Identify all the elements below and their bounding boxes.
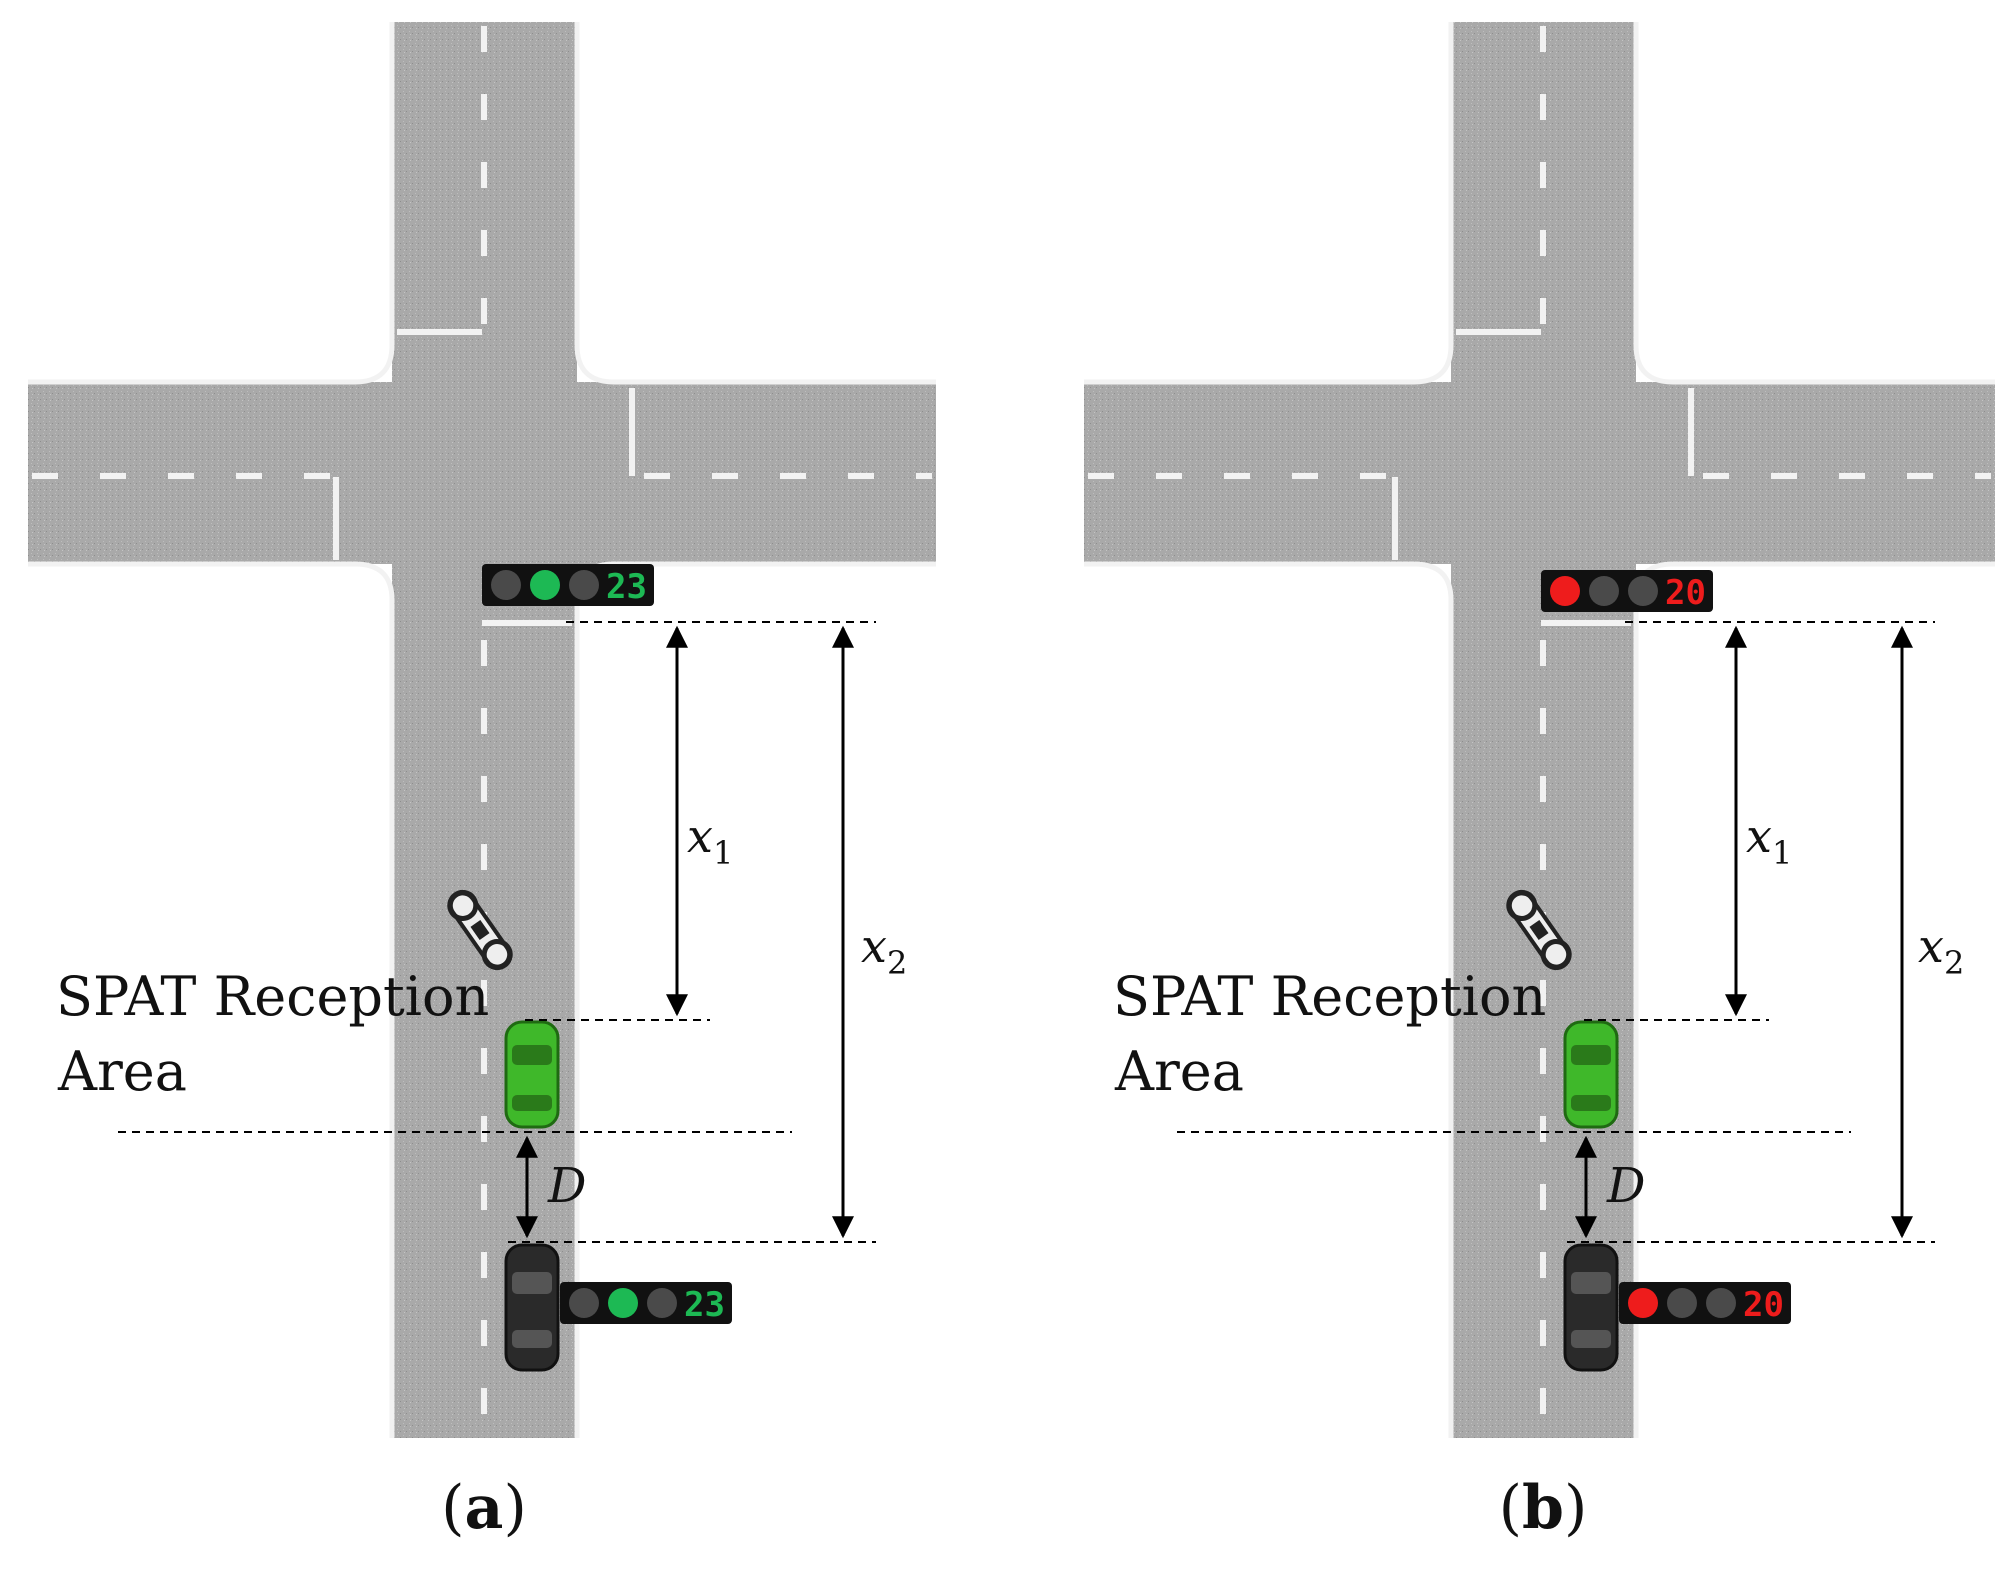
panel-b: 20 20 bbox=[1084, 22, 1995, 1543]
lamp-yellow-off-icon bbox=[1628, 576, 1658, 606]
road-network-b bbox=[1084, 22, 1995, 1438]
panel-caption-b: (b) bbox=[1499, 1473, 1588, 1543]
lamp-yellow-off-icon bbox=[1706, 1288, 1736, 1318]
reception-area-label-line2-a: Area bbox=[57, 1040, 187, 1103]
stop-lines-b bbox=[1392, 329, 1694, 626]
x2-label-b: x2 bbox=[1918, 919, 1964, 982]
x1-label-a: x1 bbox=[687, 809, 733, 872]
panel-a: 23 23 bbox=[28, 22, 936, 1543]
panel-caption-a: (a) bbox=[441, 1473, 527, 1543]
reception-area-label-line2-b: Area bbox=[1114, 1040, 1244, 1103]
countdown-display-top-b: 20 bbox=[1665, 573, 1706, 613]
lane-markings-a bbox=[32, 26, 932, 1430]
traffic-light-bottom-b: 20 bbox=[1619, 1282, 1791, 1325]
green-car-icon bbox=[504, 1020, 560, 1129]
motorcycle-icon bbox=[447, 889, 513, 971]
countdown-display-bottom-a: 23 bbox=[684, 1285, 725, 1325]
traffic-light-bottom-a: 23 bbox=[560, 1282, 732, 1325]
road-network-a bbox=[28, 22, 936, 1438]
stop-lines-a bbox=[333, 329, 635, 626]
lamp-yellow-off-icon bbox=[647, 1288, 677, 1318]
lamp-green-on-icon bbox=[530, 570, 560, 600]
lamp-yellow-off-icon bbox=[569, 570, 599, 600]
lane-markings-b bbox=[1088, 26, 1991, 1430]
countdown-display-bottom-b: 20 bbox=[1743, 1285, 1784, 1325]
x1-label-b: x1 bbox=[1746, 809, 1792, 872]
lamp-red-off-icon bbox=[491, 570, 521, 600]
reference-lines-b bbox=[1177, 621, 1935, 1243]
traffic-light-top-a: 23 bbox=[482, 564, 654, 607]
reception-area-label-line1-a: SPAT Reception bbox=[56, 965, 489, 1028]
green-car-icon bbox=[1563, 1020, 1619, 1129]
x2-label-a: x2 bbox=[861, 919, 907, 982]
traffic-light-top-b: 20 bbox=[1541, 570, 1713, 613]
lamp-red-on-icon bbox=[1550, 576, 1580, 606]
lamp-green-on-icon bbox=[608, 1288, 638, 1318]
d-label-b: D bbox=[1606, 1158, 1645, 1214]
black-car-icon bbox=[1563, 1243, 1619, 1372]
d-label-a: D bbox=[547, 1158, 586, 1214]
lamp-red-on-icon bbox=[1628, 1288, 1658, 1318]
reference-lines-a bbox=[118, 621, 876, 1243]
lamp-red-off-icon bbox=[569, 1288, 599, 1318]
lamp-green-off-icon bbox=[1667, 1288, 1697, 1318]
black-car-icon bbox=[504, 1243, 560, 1372]
lamp-green-off-icon bbox=[1589, 576, 1619, 606]
motorcycle-icon bbox=[1506, 889, 1572, 971]
countdown-display-top-a: 23 bbox=[606, 567, 647, 607]
reception-area-label-line1-b: SPAT Reception bbox=[1113, 965, 1546, 1028]
